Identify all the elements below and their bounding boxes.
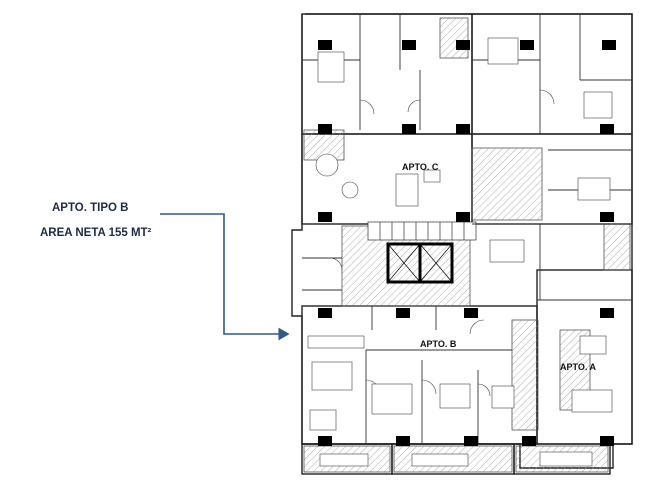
structural-columns xyxy=(318,40,616,446)
callout-area: AREA NETA 155 MT² xyxy=(40,227,152,239)
door-swings xyxy=(329,89,555,397)
apt-label-c: APTO. C xyxy=(402,162,439,172)
elevator-core xyxy=(386,242,454,284)
furniture xyxy=(307,37,613,467)
stair xyxy=(367,221,477,241)
callout-title: APTO. TIPO B xyxy=(52,202,129,214)
callout-arrow xyxy=(160,213,290,341)
apt-label-b: APTO. B xyxy=(420,339,457,349)
apt-label-a: APTO. A xyxy=(560,362,597,372)
